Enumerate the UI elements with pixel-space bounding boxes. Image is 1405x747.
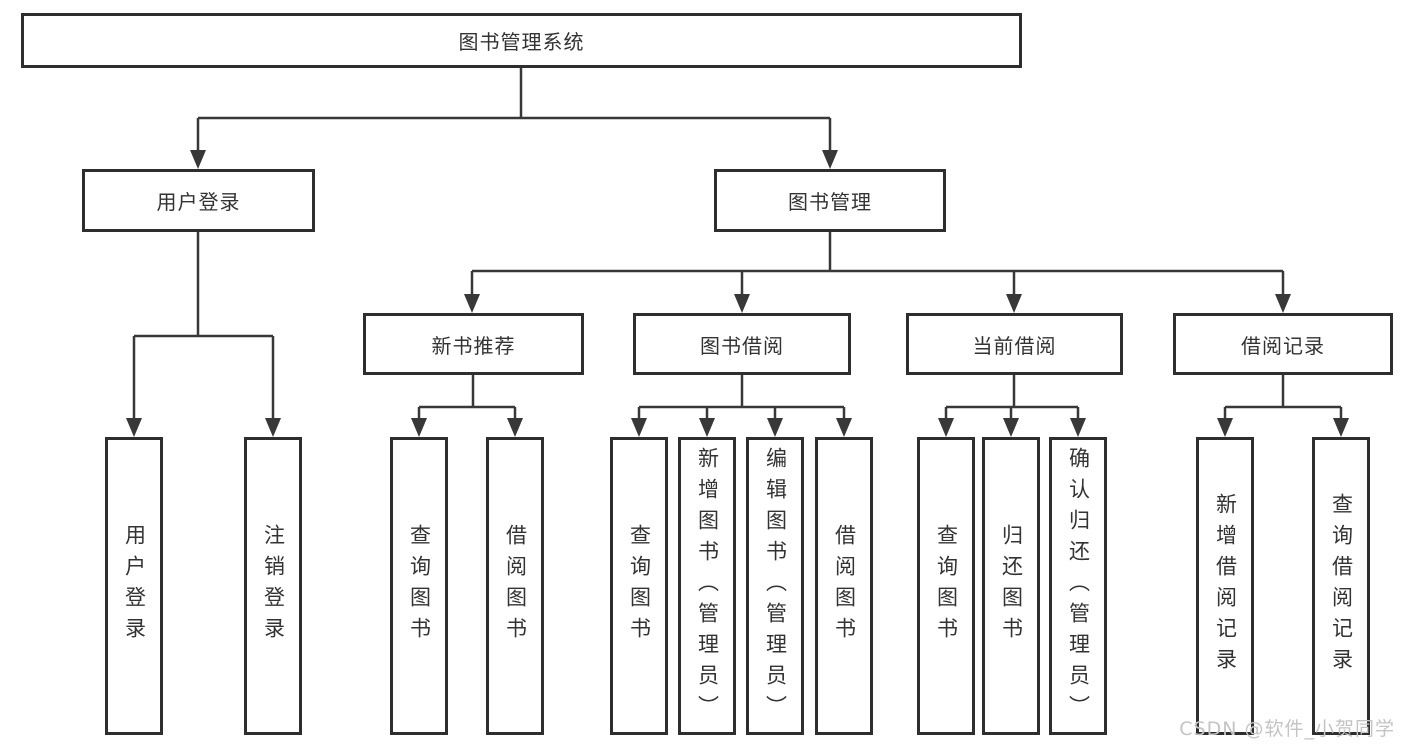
leaf-cb-return-book-label: 归还图书 (999, 524, 1024, 648)
arrowhead-book-management (822, 150, 838, 169)
arrowhead-user-login (190, 150, 206, 169)
connector-book-management-children (470, 232, 1285, 296)
leaf-user-login-label: 用户登录 (122, 524, 147, 648)
leaf-bb-query-books-label: 查询图书 (627, 524, 652, 648)
leaf-nbr-query-books: 查询图书 (390, 437, 448, 735)
connector-book-borrow-children (637, 375, 846, 420)
arrowhead-nbr-borrow-books (507, 418, 523, 437)
arrowhead-nbr-query-books (411, 418, 427, 437)
connector-borrow-records-children (1223, 375, 1343, 420)
leaf-bb-add-book-admin: 新增图书（管理员） (678, 437, 736, 735)
connector-new-book-recommend-children (417, 375, 517, 420)
leaf-bb-query-books: 查询图书 (610, 437, 668, 735)
node-current-borrow-label: 当前借阅 (972, 333, 1057, 358)
leaf-cb-query-books: 查询图书 (917, 437, 975, 735)
arrowhead-leaf-user-login (126, 418, 142, 437)
node-user-login-label: 用户登录 (156, 190, 241, 214)
arrowhead-br-query-record (1333, 418, 1349, 437)
arrowhead-br-add-record (1217, 418, 1233, 437)
leaf-br-query-record-label: 查询借阅记录 (1329, 493, 1354, 679)
arrowhead-bb-borrow-books (836, 418, 852, 437)
node-borrow-records: 借阅记录 (1173, 313, 1393, 375)
leaf-bb-edit-book-admin-label: 编辑图书（管理员） (763, 446, 788, 726)
node-root-label: 图书管理系统 (458, 30, 585, 54)
leaf-cb-confirm-return-admin: 确认归还（管理员） (1049, 437, 1107, 735)
arrowhead-cb-confirm-return (1070, 418, 1086, 437)
csdn-watermark: CSDN @软件_小贺同学 (1179, 718, 1395, 740)
arrowhead-leaf-logout (265, 418, 281, 437)
leaf-logout: 注销登录 (244, 437, 302, 735)
leaf-nbr-borrow-books: 借阅图书 (486, 437, 544, 735)
connector-user-login-children (132, 232, 275, 420)
node-book-management: 图书管理 (714, 169, 946, 232)
arrowhead-bb-edit-book (767, 418, 783, 437)
leaf-cb-confirm-return-admin-label: 确认归还（管理员） (1066, 446, 1091, 726)
node-user-login: 用户登录 (82, 169, 315, 232)
leaf-nbr-borrow-books-label: 借阅图书 (503, 524, 528, 648)
arrowhead-cb-return-book (1003, 418, 1019, 437)
leaf-bb-borrow-books-label: 借阅图书 (832, 524, 857, 648)
leaf-bb-borrow-books: 借阅图书 (815, 437, 873, 735)
connector-current-borrow-children (944, 375, 1080, 420)
leaf-cb-query-books-label: 查询图书 (934, 524, 959, 648)
connector-root-to-level2 (196, 68, 832, 152)
arrowhead-book-borrow (734, 294, 750, 313)
leaf-br-query-record: 查询借阅记录 (1312, 437, 1370, 735)
arrowhead-new-book-recommend (464, 294, 480, 313)
node-new-book-recommend-label: 新书推荐 (431, 333, 516, 358)
arrowhead-cb-query-books (938, 418, 954, 437)
leaf-br-add-record-label: 新增借阅记录 (1213, 493, 1238, 679)
arrowhead-current-borrow (1006, 294, 1022, 313)
leaf-br-add-record: 新增借阅记录 (1196, 437, 1254, 735)
node-new-book-recommend: 新书推荐 (363, 313, 584, 375)
node-root-system: 图书管理系统 (21, 13, 1022, 68)
leaf-user-login: 用户登录 (105, 437, 163, 735)
leaf-cb-return-book: 归还图书 (982, 437, 1040, 735)
arrowhead-bb-add-book (699, 418, 715, 437)
node-book-management-label: 图书管理 (788, 190, 872, 214)
node-book-borrow: 图书借阅 (633, 313, 851, 375)
leaf-bb-add-book-admin-label: 新增图书（管理员） (695, 446, 720, 726)
leaf-bb-edit-book-admin: 编辑图书（管理员） (746, 437, 804, 735)
node-current-borrow: 当前借阅 (906, 313, 1123, 375)
arrowhead-bb-query-books (631, 418, 647, 437)
arrowhead-borrow-records (1275, 294, 1291, 313)
leaf-nbr-query-books-label: 查询图书 (407, 524, 432, 648)
node-book-borrow-label: 图书借阅 (700, 333, 784, 358)
node-borrow-records-label: 借阅记录 (1241, 333, 1325, 358)
leaf-logout-label: 注销登录 (261, 524, 286, 648)
